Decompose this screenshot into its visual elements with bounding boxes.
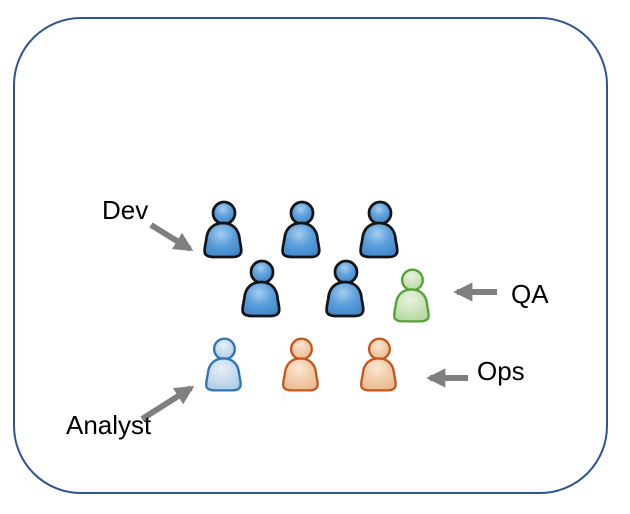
person-icon-dev-3	[359, 200, 399, 259]
person-icon-dev-1	[203, 200, 243, 259]
diagram-frame	[13, 17, 608, 494]
label-qa: QA	[511, 279, 549, 309]
person-icon-ops-1	[281, 337, 319, 392]
label-analyst: Analyst	[66, 410, 152, 440]
person-icon-dev-5	[325, 259, 365, 318]
person-icon-analyst-1	[204, 337, 242, 392]
person-icon-dev-4	[241, 259, 281, 318]
label-ops: Ops	[477, 356, 525, 386]
person-icon-qa-1	[392, 268, 430, 323]
person-icon-dev-2	[281, 200, 321, 259]
person-icon-ops-2	[359, 337, 397, 392]
label-dev: Dev	[102, 195, 149, 225]
